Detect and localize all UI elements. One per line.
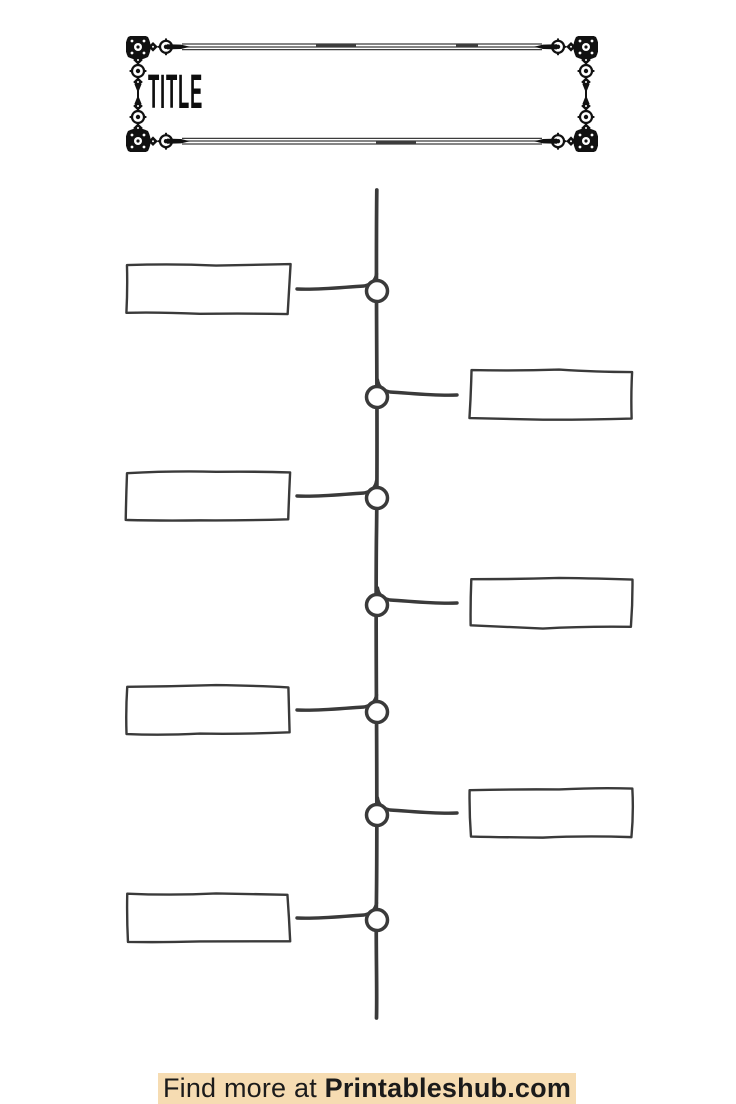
timeline-node-circle	[364, 485, 390, 511]
timeline-connector	[295, 272, 379, 291]
timeline-connector	[375, 796, 459, 815]
timeline-node-circle	[364, 384, 390, 410]
timeline-axis-line	[374, 188, 379, 1020]
frame-bottom-rule	[182, 137, 542, 145]
footer-brand: Printableshub.com	[324, 1073, 572, 1103]
title-frame	[126, 36, 598, 152]
timeline-entry-box[interactable]	[124, 470, 292, 522]
timeline-node-circle	[364, 699, 390, 725]
timeline-entry-box[interactable]	[469, 576, 634, 630]
footer-highlight: Find more at Printableshub.com	[158, 1073, 576, 1104]
frame-top-rule	[182, 43, 542, 51]
footer-prefix: Find more at	[162, 1073, 325, 1103]
timeline-entry-box[interactable]	[468, 786, 635, 839]
title-label: TITLE	[148, 63, 204, 119]
timeline-connector	[295, 693, 379, 712]
timeline-entry-box[interactable]	[468, 368, 634, 421]
timeline-entry-box[interactable]	[125, 683, 291, 736]
timeline-node-circle	[364, 802, 390, 828]
footer-text: Find more at Printableshub.com	[163, 1073, 571, 1104]
timeline-connector	[375, 586, 459, 605]
timeline-node-circle	[364, 907, 390, 933]
timeline-connector	[375, 378, 459, 397]
timeline-entry-box[interactable]	[125, 262, 292, 316]
timeline-connector	[295, 479, 379, 498]
timeline-node-circle	[364, 278, 390, 304]
timeline-entry-box[interactable]	[125, 892, 292, 944]
timeline-connector	[295, 901, 379, 920]
timeline-node-circle	[364, 592, 390, 618]
